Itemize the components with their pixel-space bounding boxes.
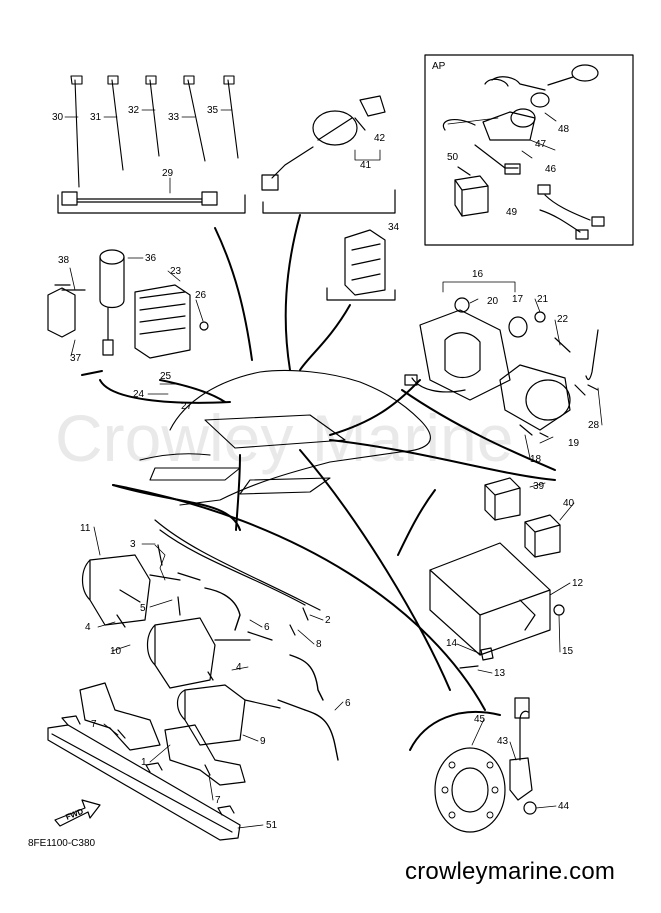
leader-curves — [112, 214, 556, 751]
fwd-label: FWD — [64, 807, 84, 822]
callout-51: 51 — [266, 820, 278, 831]
ignition-coil-group — [81, 519, 339, 776]
callout-labels: 30 31 32 33 35 29 42 41 48 47 50 46 49 3… — [52, 105, 600, 831]
callout-11: 11 — [80, 523, 91, 534]
callout-50: 50 — [447, 152, 459, 163]
callout-48: 48 — [558, 124, 570, 135]
wire-clamps-group — [57, 75, 246, 214]
callout-3: 3 — [130, 539, 136, 550]
callout-15: 15 — [562, 646, 574, 657]
callout-21: 21 — [537, 294, 549, 305]
callout-41: 41 — [360, 160, 372, 171]
callout-29: 29 — [162, 168, 174, 179]
fwd-arrow-icon: FWD — [54, 799, 101, 827]
callout-36: 36 — [145, 253, 157, 264]
callout-27: 27 — [181, 401, 193, 412]
snowmobile-outline — [139, 369, 431, 506]
callout-1: 1 — [141, 757, 147, 768]
part-34-holder — [326, 229, 396, 301]
callout-35: 35 — [207, 105, 219, 116]
rectifier-group — [47, 249, 231, 404]
callout-44: 44 — [558, 801, 570, 812]
callout-43: 43 — [497, 736, 509, 747]
fuse-holder-group — [261, 95, 396, 214]
callout-19: 19 — [568, 438, 580, 449]
callout-40: 40 — [563, 498, 575, 509]
callout-47: 47 — [535, 139, 547, 150]
callout-37: 37 — [70, 353, 82, 364]
callout-31: 31 — [90, 112, 102, 123]
callout-9: 9 — [260, 736, 266, 747]
diagram-code: 8FE1100-C380 — [28, 838, 96, 849]
callout-20: 20 — [487, 296, 499, 307]
callout-7b: 7 — [215, 795, 221, 806]
callout-23: 23 — [170, 266, 182, 277]
callout-25: 25 — [160, 371, 172, 382]
callout-6b: 6 — [345, 698, 351, 709]
callout-49: 49 — [506, 207, 518, 218]
callout-leaders — [64, 109, 603, 829]
callout-22: 22 — [557, 314, 569, 325]
callout-7a: 7 — [91, 719, 97, 730]
callout-38: 38 — [58, 255, 70, 266]
callout-33: 33 — [168, 112, 180, 123]
callout-5: 5 — [140, 603, 146, 614]
ap-label: AP — [432, 61, 446, 72]
callout-6a: 6 — [264, 622, 270, 633]
main-switch-47 — [442, 108, 536, 175]
callout-4b: 4 — [236, 662, 242, 673]
callout-10: 10 — [110, 646, 122, 657]
callout-28: 28 — [588, 420, 600, 431]
callout-26: 26 — [195, 290, 207, 301]
trigger-sensor-group — [434, 697, 537, 833]
callout-16: 16 — [472, 269, 484, 280]
callout-2: 2 — [325, 615, 331, 626]
callout-39: 39 — [533, 481, 545, 492]
callout-34: 34 — [388, 222, 400, 233]
ap-box: AP — [424, 54, 634, 246]
callout-17: 17 — [512, 294, 524, 305]
watermark-url: crowleymarine.com — [405, 858, 616, 885]
callout-24: 24 — [133, 389, 145, 400]
ignition-key-48 — [484, 64, 599, 108]
callout-14: 14 — [446, 638, 458, 649]
callout-30: 30 — [52, 112, 64, 123]
callout-8: 8 — [316, 639, 322, 650]
callout-42: 42 — [374, 133, 386, 144]
part-50-box — [454, 166, 489, 217]
callout-45: 45 — [474, 714, 486, 725]
coil-brackets — [79, 682, 246, 786]
cdi-unit-group — [429, 477, 565, 669]
callout-32: 32 — [128, 105, 140, 116]
callout-4a: 4 — [85, 622, 91, 633]
starter-group — [401, 281, 599, 471]
bracket-51 — [47, 715, 241, 841]
callout-13: 13 — [494, 668, 506, 679]
callout-46: 46 — [545, 164, 557, 175]
callout-12: 12 — [572, 578, 584, 589]
callout-18: 18 — [530, 454, 542, 465]
cord-49 — [537, 184, 605, 240]
